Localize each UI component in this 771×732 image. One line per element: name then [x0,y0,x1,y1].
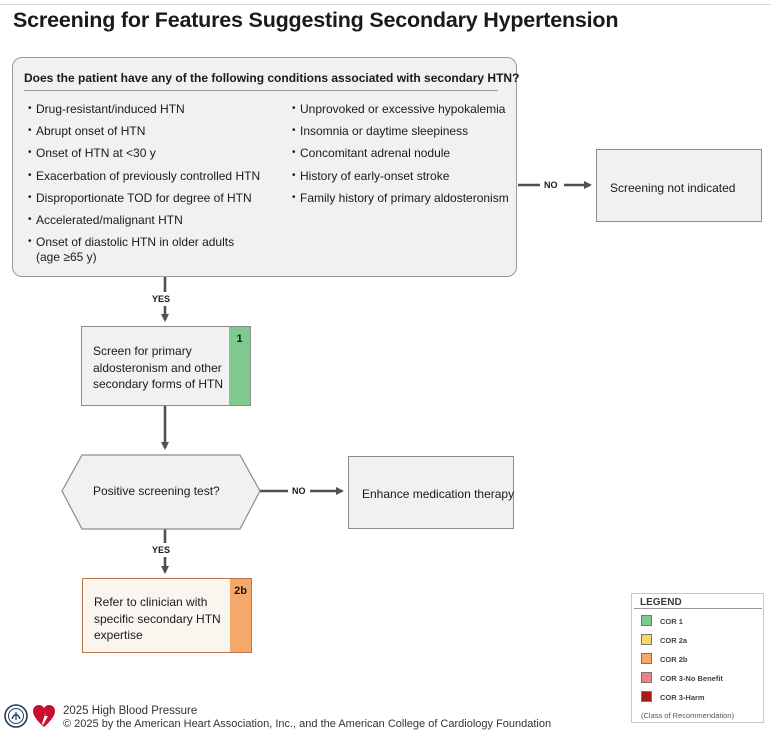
legend-label-cor3-nobenefit: COR 3-No Benefit [660,674,723,683]
legend-title: LEGEND [640,597,682,608]
condition-item: Family history of primary aldosteronism [292,187,509,209]
legend-swatch-cor2a [641,634,652,645]
enhance-therapy-box: Enhance medication therapy [348,456,514,529]
condition-list-right: Unprovoked or excessive hypokalemia Inso… [292,98,509,209]
condition-item: History of early-onset stroke [292,165,509,187]
top-rule [0,4,771,5]
condition-item: Drug-resistant/induced HTN [28,98,260,120]
yes-label-1: YES [152,294,171,304]
decision-text: Positive screening test? [93,484,220,498]
condition-item: Onset of HTN at <30 y [28,142,260,164]
no-label-1: NO [544,180,558,190]
cor-badge-1: 1 [229,327,250,405]
condition-item: Disproportionate TOD for degree of HTN [28,187,260,209]
legend-frame [631,593,764,723]
condition-item: Insomnia or daytime sleepiness [292,120,509,142]
aha-heart-torch-icon [33,705,55,727]
legend-label-cor2a: COR 2a [660,636,688,645]
page-title: Screening for Features Suggesting Second… [13,8,619,32]
yes-label-2: YES [152,545,171,555]
question-title: Does the patient have any of the followi… [24,71,520,85]
legend-label-cor1: COR 1 [660,617,683,626]
screening-not-indicated-box: Screening not indicated [596,149,762,222]
condition-list-left: Drug-resistant/induced HTN Abrupt onset … [28,98,260,265]
no-label-2: NO [292,486,306,496]
legend-note: (Class of Recommendation) [641,711,734,720]
condition-item: Concomitant adrenal nodule [292,142,509,164]
legend-divider [634,608,762,609]
legend-swatch-cor3-harm [641,691,652,702]
condition-item-line1: Onset of diastolic HTN in older adults [36,235,235,250]
condition-item-multiline: Onset of diastolic HTN in older adults (… [28,231,260,265]
cor-badge-2b: 2b [230,579,251,652]
condition-item-line2: (age ≥65 y) [36,250,97,265]
screening-not-indicated-text: Screening not indicated [610,181,736,195]
condition-item: Accelerated/malignant HTN [28,209,260,231]
screen-box: Screen for primary aldosteronism and oth… [81,326,251,406]
decision-hexagon [61,454,261,530]
condition-item: Exacerbation of previously controlled HT… [28,165,260,187]
condition-item: Abrupt onset of HTN [28,120,260,142]
screen-box-text: Screen for primary aldosteronism and oth… [93,344,224,391]
refer-box-text: Refer to clinician with specific seconda… [94,595,221,642]
question-divider [24,90,498,91]
legend-swatch-cor1 [641,615,652,626]
footer-guideline: 2025 High Blood Pressure [63,705,198,717]
footer-copyright: © 2025 by the American Heart Association… [63,718,552,730]
legend-label-cor3-harm: COR 3-Harm [660,693,705,702]
condition-item: Unprovoked or excessive hypokalemia [292,98,509,120]
refer-box: Refer to clinician with specific seconda… [82,578,252,653]
legend-label-cor2b: COR 2b [660,655,688,664]
enhance-therapy-text: Enhance medication therapy [362,487,515,501]
acc-seal-icon [4,704,28,728]
legend-swatch-cor2b [641,653,652,664]
legend-swatch-cor3-nobenefit [641,672,652,683]
